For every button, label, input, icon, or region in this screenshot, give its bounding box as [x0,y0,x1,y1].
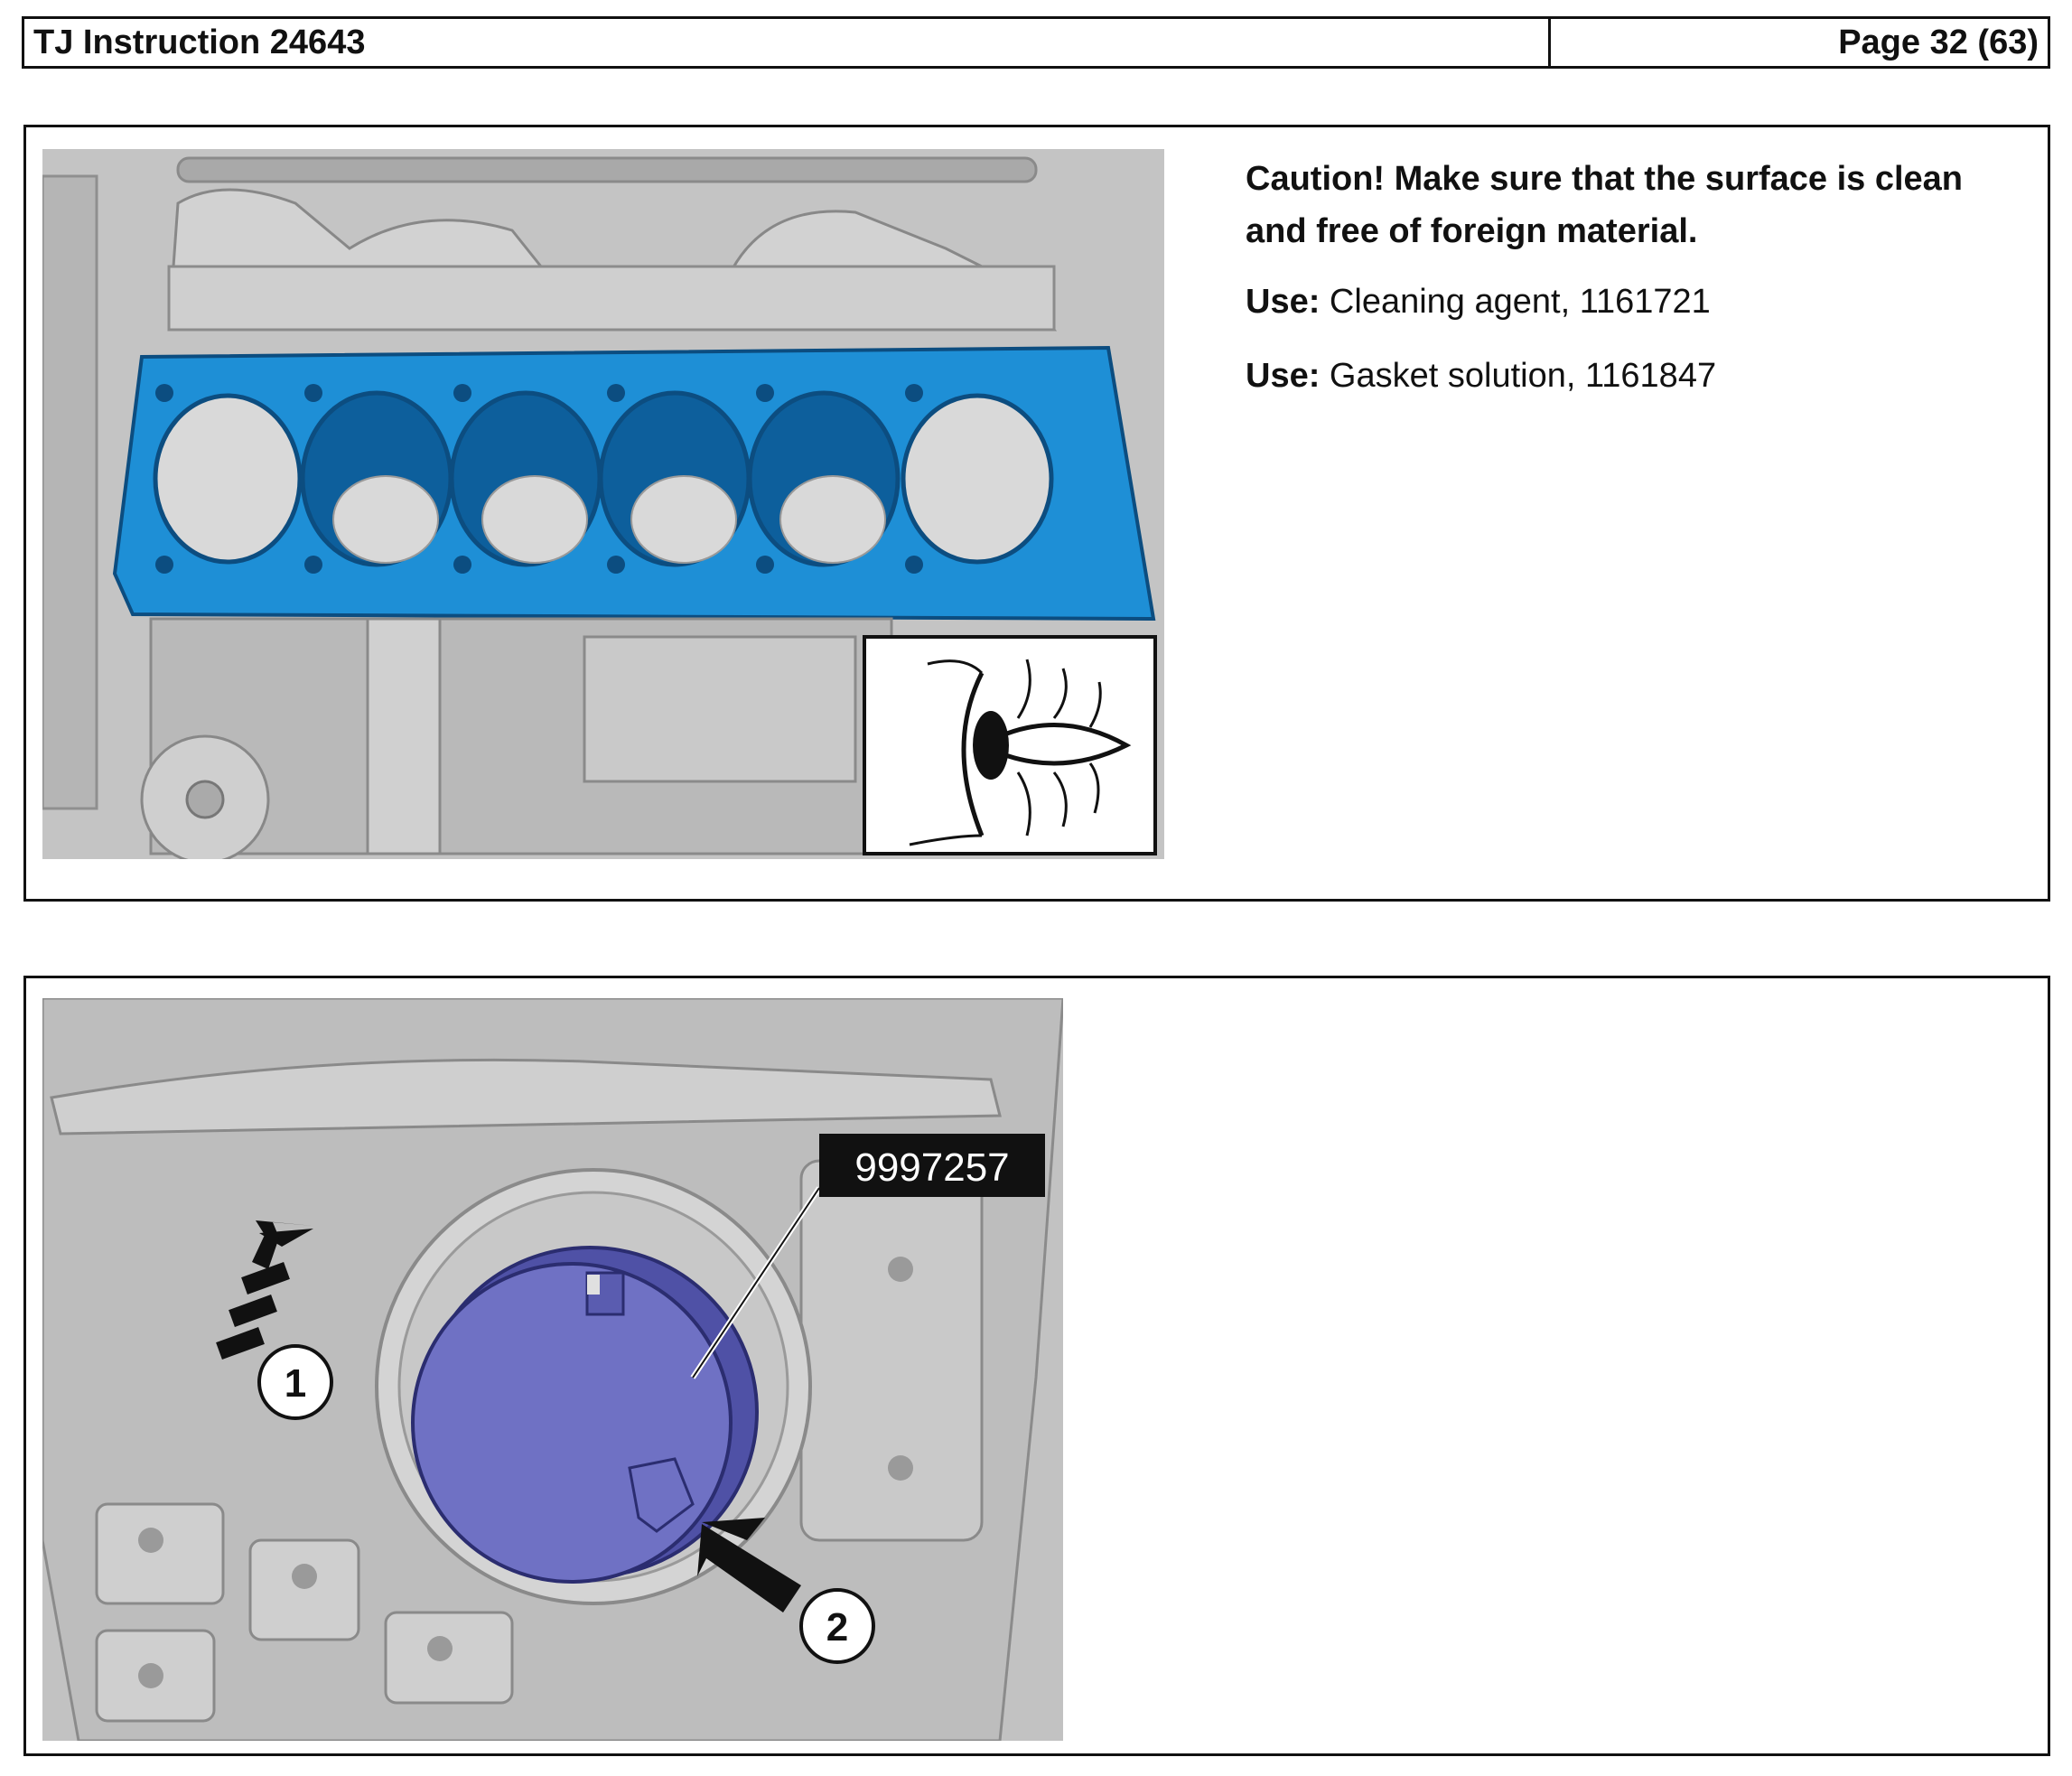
direction-arrow-2 [697,1518,801,1612]
document-title: TJ Instruction 24643 [24,19,1551,66]
step-panel-1: Caution! Make sure that the surface is c… [23,125,2050,902]
crankshaft-seal-tool-illustration: 9997257 1 2 [42,998,1063,1741]
page-number: Page 32 (63) [1838,23,2039,61]
use-label: Use: [1246,357,1321,395]
svg-text:1: 1 [285,1361,306,1406]
engine-block-gasket-illustration [42,149,1164,859]
step-1-instructions: Caution! Make sure that the surface is c… [1246,153,2022,424]
use-item-text: Gasket solution, 1161847 [1320,357,1717,395]
direction-arrow-1 [216,1220,313,1360]
document-header: TJ Instruction 24643 Page 32 (63) [22,16,2050,69]
tool-number-label: 9997257 [854,1145,1009,1190]
step-panel-2: 9997257 1 2 [23,976,2050,1756]
inspect-eye-icon [863,635,1157,855]
use-line-gasket-solution: Use: Gasket solution, 1161847 [1246,350,2022,402]
seal-installer-tool [411,1246,759,1584]
callout-2: 2 [799,1588,875,1664]
callout-1: 1 [257,1344,333,1420]
use-line-cleaning-agent: Use: Cleaning agent, 1161721 [1246,276,2022,328]
svg-text:2: 2 [826,1605,848,1650]
use-label: Use: [1246,283,1321,321]
caution-text: Caution! Make sure that the surface is c… [1246,160,1964,250]
use-item-text: Cleaning agent, 1161721 [1320,283,1711,321]
